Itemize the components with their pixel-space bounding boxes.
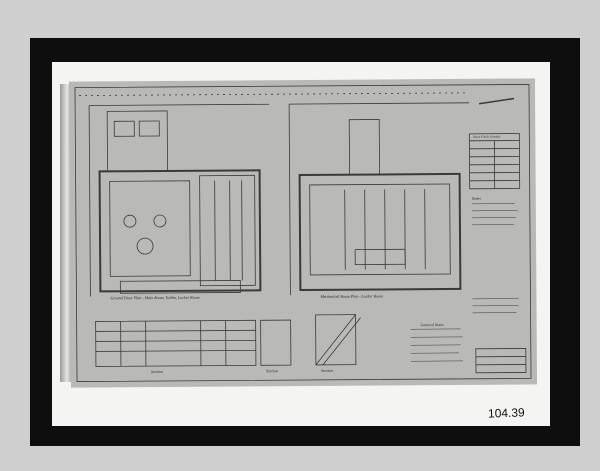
room-finish-schedule-table (468, 133, 521, 190)
section-left-title: Section (150, 368, 163, 375)
right-floor-plan (288, 102, 470, 296)
building-section-mid (260, 319, 292, 366)
left-plan-title: Ground Floor Plan - Main Room, Toilets, … (110, 294, 200, 301)
plate-number: 104.39 (487, 405, 525, 421)
right-plan-title: Mechanical Room Plan - Locker Room (320, 293, 384, 299)
blueprint-sheet: Ground Floor Plan - Main Room, Toilets, … (68, 78, 538, 388)
north-arrow-icon (478, 97, 515, 105)
sheet-border (74, 84, 532, 382)
title-block (475, 348, 527, 374)
schedule-title: Room Finish Schedule (473, 134, 501, 139)
building-section-left (95, 319, 257, 367)
section-mid-title: Section (265, 368, 278, 374)
building-section-stair (315, 314, 361, 366)
notes-lines (410, 203, 519, 362)
left-floor-plan (88, 103, 270, 297)
notes-title: Notes (471, 195, 481, 201)
general-notes-title: General Notes (420, 322, 444, 328)
architectural-drawing (74, 84, 532, 382)
section-right-title: Section (320, 367, 333, 373)
